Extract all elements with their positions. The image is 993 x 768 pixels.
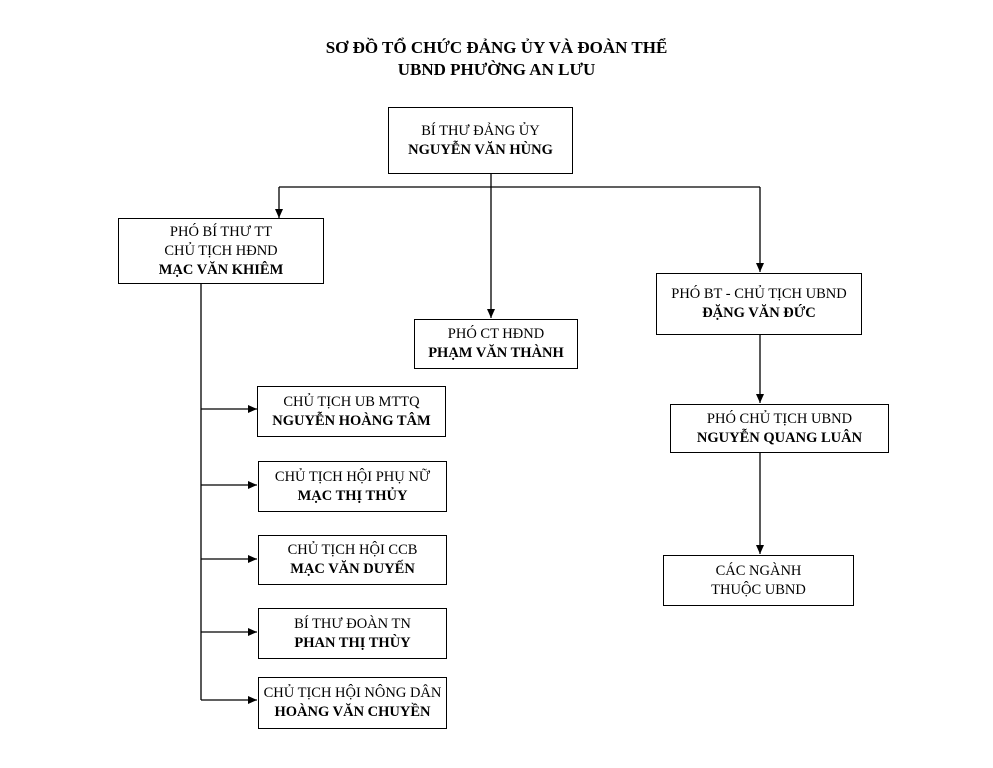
node-women-union-chair: CHỦ TỊCH HỘI PHỤ NỮ MẠC THỊ THỦY xyxy=(258,461,447,512)
node-role: CHỦ TỊCH HỘI PHỤ NỮ xyxy=(274,468,431,485)
node-name: NGUYỄN QUANG LUÂN xyxy=(696,429,863,446)
node-name: MẠC VĂN KHIÊM xyxy=(158,261,284,278)
node-role: BÍ THƯ ĐẢNG ỦY xyxy=(421,122,540,139)
chart-title-line2: UBND PHƯỜNG AN LƯU xyxy=(397,60,596,79)
node-youth-secretary: BÍ THƯ ĐOÀN TN PHAN THỊ THÙY xyxy=(258,608,447,659)
node-role: PHÓ CT HĐND xyxy=(447,326,545,342)
node-veterans-chair: CHỦ TỊCH HỘI CCB MẠC VĂN DUYẾN xyxy=(258,535,447,585)
node-text: THUỘC UBND xyxy=(711,581,806,598)
node-name: MẠC THỊ THỦY xyxy=(297,487,408,504)
node-deputy-committee-chair: PHÓ BT - CHỦ TỊCH UBND ĐẶNG VĂN ĐỨC xyxy=(656,273,862,335)
node-role: CHỦ TỊCH HỘI NÔNG DÂN xyxy=(263,685,442,701)
node-vice-council-chair: PHÓ CT HĐND PHẠM VĂN THÀNH xyxy=(414,319,578,369)
node-vice-committee-chair: PHÓ CHỦ TỊCH UBND NGUYỄN QUANG LUÂN xyxy=(670,404,889,453)
chart-title-line1: SƠ ĐỒ TỔ CHỨC ĐẢNG ỦY VÀ ĐOÀN THỂ xyxy=(325,38,668,57)
node-role: PHÓ CHỦ TỊCH UBND xyxy=(706,410,853,427)
node-name: PHAN THỊ THÙY xyxy=(294,634,411,651)
node-deputy-council-chair: PHÓ BÍ THƯ TT CHỦ TỊCH HĐND MẠC VĂN KHIÊ… xyxy=(118,218,324,284)
node-departments: CÁC NGÀNH THUỘC UBND xyxy=(663,555,854,606)
node-role: CHỦ TỊCH UB MTTQ xyxy=(283,393,420,410)
node-text: CÁC NGÀNH xyxy=(715,562,802,579)
node-name: NGUYỄN VĂN HÙNG xyxy=(408,141,553,158)
node-role: CHỦ TỊCH HĐND xyxy=(164,242,278,259)
node-name: MẠC VĂN DUYẾN xyxy=(290,561,415,577)
node-name: HOÀNG VĂN CHUYỀN xyxy=(274,704,431,720)
node-name: ĐẶNG VĂN ĐỨC xyxy=(702,305,816,321)
node-role: PHÓ BÍ THƯ TT xyxy=(169,223,273,240)
node-mttq-chair: CHỦ TỊCH UB MTTQ NGUYỄN HOÀNG TÂM xyxy=(257,386,446,437)
node-role: CHỦ TỊCH HỘI CCB xyxy=(287,542,418,558)
node-name: PHẠM VĂN THÀNH xyxy=(428,345,564,361)
node-role: BÍ THƯ ĐOÀN TN xyxy=(294,615,411,632)
node-party-secretary: BÍ THƯ ĐẢNG ỦY NGUYỄN VĂN HÙNG xyxy=(388,107,573,174)
node-name: NGUYỄN HOÀNG TÂM xyxy=(272,412,431,429)
node-farmers-chair: CHỦ TỊCH HỘI NÔNG DÂN HOÀNG VĂN CHUYỀN xyxy=(258,677,447,729)
node-role: PHÓ BT - CHỦ TỊCH UBND xyxy=(671,286,847,302)
